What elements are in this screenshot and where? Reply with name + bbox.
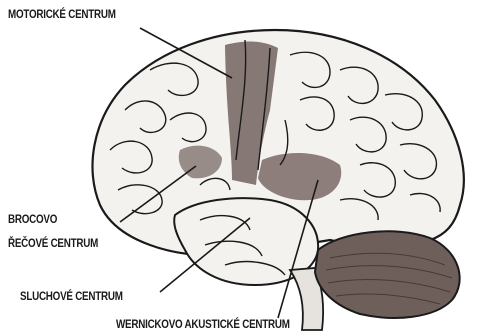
label-motor-centre: MOTORICKÉ CENTRUM [8, 8, 116, 21]
label-broca-line2: ŘEČOVÉ CENTRUM [8, 237, 98, 250]
label-hearing-centre: SLUCHOVÉ CENTRUM [20, 290, 123, 303]
label-broca-line1: BROCOVO [8, 213, 57, 226]
label-wernicke-centre: WERNICKOVO AKUSTICKÉ CENTRUM [116, 318, 290, 331]
cerebellum [315, 231, 460, 318]
